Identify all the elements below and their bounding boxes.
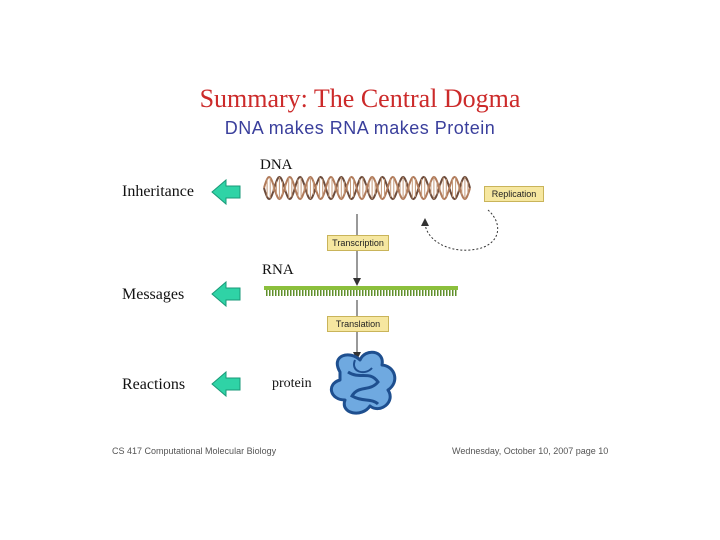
rna-base <box>356 290 358 296</box>
rna-base <box>284 290 286 296</box>
rna-base <box>350 290 352 296</box>
rna-base <box>380 290 382 296</box>
rna-base <box>422 290 424 296</box>
rna-base <box>419 290 421 296</box>
footer-date-page: Wednesday, October 10, 2007 page 10 <box>452 446 609 456</box>
rna-base <box>437 290 439 296</box>
rna-base <box>407 290 409 296</box>
arrow-left-icon <box>211 280 241 308</box>
slide-subtitle: DNA makes RNA makes Protein <box>224 118 496 138</box>
rna-base <box>440 290 442 296</box>
rna-base <box>266 290 268 296</box>
rna-base <box>332 290 334 296</box>
rna-base <box>368 290 370 296</box>
rna-strand-icon <box>264 286 458 296</box>
rna-base <box>365 290 367 296</box>
rna-base <box>413 290 415 296</box>
rna-base <box>347 290 349 296</box>
rna-base <box>371 290 373 296</box>
rna-base <box>446 290 448 296</box>
label-inheritance: Inheritance <box>122 183 194 200</box>
rna-base <box>308 290 310 296</box>
rna-base <box>314 290 316 296</box>
rna-base <box>317 290 319 296</box>
rna-base <box>329 290 331 296</box>
rna-base <box>293 290 295 296</box>
rna-base <box>449 290 451 296</box>
label-protein: protein <box>272 376 312 391</box>
rna-base <box>362 290 364 296</box>
rna-base <box>275 290 277 296</box>
rna-base <box>401 290 403 296</box>
transcription-box: Transcription <box>327 235 389 251</box>
footer-course: CS 417 Computational Molecular Biology <box>112 446 277 456</box>
rna-base <box>398 290 400 296</box>
rna-base <box>281 290 283 296</box>
rna-base <box>443 290 445 296</box>
rna-base <box>320 290 322 296</box>
rna-base <box>434 290 436 296</box>
rna-base <box>335 290 337 296</box>
arrow-left-icon <box>211 370 241 398</box>
label-reactions: Reactions <box>122 376 186 393</box>
rna-base <box>341 290 343 296</box>
rna-base <box>323 290 325 296</box>
protein-structure-icon <box>329 350 397 415</box>
rna-base <box>383 290 385 296</box>
rna-base <box>428 290 430 296</box>
rna-base <box>287 290 289 296</box>
slide-title: Summary: The Central Dogma <box>199 84 521 113</box>
translation-box: Translation <box>327 316 389 332</box>
rna-base <box>269 290 271 296</box>
rna-base <box>311 290 313 296</box>
label-messages: Messages <box>122 286 185 303</box>
rna-base <box>326 290 328 296</box>
label-dna: DNA <box>260 157 293 173</box>
rna-base <box>305 290 307 296</box>
rna-base <box>353 290 355 296</box>
rna-base <box>455 290 457 296</box>
rna-base <box>392 290 394 296</box>
dna-helix-icon <box>263 175 471 201</box>
rna-base <box>386 290 388 296</box>
arrow-left-icon <box>211 178 241 206</box>
rna-base <box>404 290 406 296</box>
rna-base <box>416 290 418 296</box>
replication-box: Replication <box>484 186 544 202</box>
rna-base <box>452 290 454 296</box>
rna-base <box>299 290 301 296</box>
label-rna: RNA <box>262 262 294 278</box>
rna-base <box>359 290 361 296</box>
rna-base <box>296 290 298 296</box>
rna-base <box>278 290 280 296</box>
rna-base <box>302 290 304 296</box>
rna-base <box>395 290 397 296</box>
rna-base <box>389 290 391 296</box>
rna-base <box>344 290 346 296</box>
rna-base <box>338 290 340 296</box>
rna-base <box>377 290 379 296</box>
rna-base <box>290 290 292 296</box>
rna-base <box>425 290 427 296</box>
rna-base <box>410 290 412 296</box>
replication-loop-arrow <box>421 209 499 251</box>
rna-base <box>272 290 274 296</box>
rna-base <box>431 290 433 296</box>
rna-base <box>374 290 376 296</box>
